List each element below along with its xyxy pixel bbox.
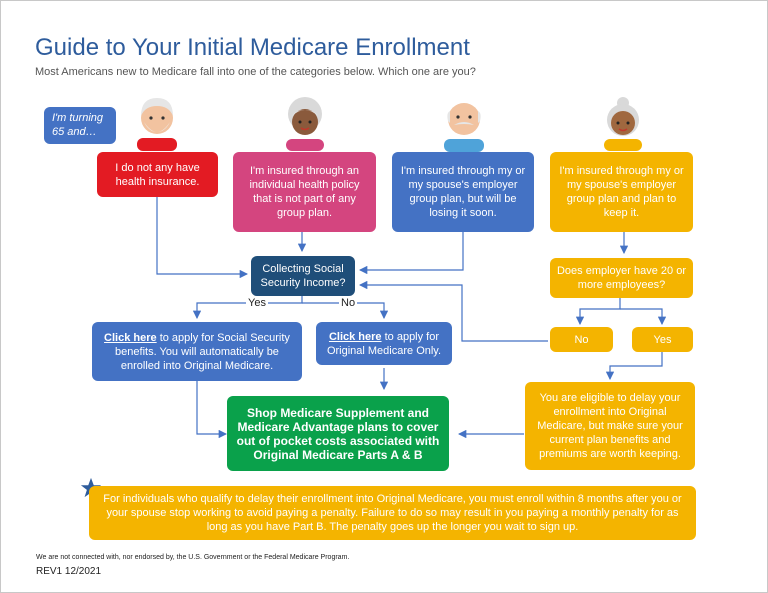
elderly-man-avatar-icon: [137, 98, 177, 151]
decision-ssi: Collecting Social Security Income?: [251, 256, 355, 296]
arrow-employer-no: [575, 298, 621, 326]
intro-bubble: I'm turning 65 and…: [44, 107, 116, 144]
page-title: Guide to Your Initial Medicare Enrollmen…: [35, 34, 470, 61]
elderly-woman-bun-avatar-icon: [604, 97, 642, 151]
decision-employer-size: Does employer have 20 or more employees?: [550, 258, 693, 298]
arrow-losing-to-ssi: [358, 232, 464, 275]
arrow-yes-to-eligible: [605, 352, 663, 381]
penalty-note: For individuals who qualify to delay the…: [89, 486, 696, 540]
employer-yes-box: Yes: [632, 327, 693, 352]
arrow-ss-to-shop: [196, 381, 228, 439]
shop-plans-box: Shop Medicare Supplement and Medicare Ad…: [227, 396, 449, 471]
label-no: No: [339, 297, 358, 309]
persona-losing-employer-plan: I'm insured through my or my spouse's em…: [392, 152, 534, 232]
persona-keep-employer-plan: I'm insured through my or my spouse's em…: [550, 152, 693, 232]
page-subtitle: Most Americans new to Medicare fall into…: [35, 66, 476, 78]
arrow-employer-yes: [620, 308, 667, 326]
employer-no-box: No: [550, 327, 613, 352]
bald-elderly-man-avatar-icon: [444, 103, 484, 152]
revision: REV1 12/2021: [36, 566, 102, 577]
elderly-woman-avatar-icon: [286, 97, 324, 151]
arrow-ssi-no: [302, 302, 389, 320]
ss-apply-box: Click here to apply for Social Security …: [92, 322, 302, 381]
om-apply-box: Click here to apply for Original Medicar…: [316, 322, 452, 365]
disclaimer: We are not connected with, nor endorsed …: [36, 554, 350, 561]
ss-apply-text: to apply for Social Security benefits. Y…: [115, 331, 290, 372]
om-apply-text: to apply for Original Medicare Only.: [326, 330, 442, 357]
arrow-no-insurance-to-ssi: [156, 197, 249, 279]
eligible-delay-box: You are eligible to delay your enrollmen…: [525, 382, 695, 470]
arrow-no-to-ssi: [358, 280, 548, 342]
persona-individual-policy: I'm insured through an individual health…: [233, 152, 376, 232]
om-apply-link[interactable]: Click here: [328, 330, 382, 343]
label-yes: Yes: [246, 297, 268, 309]
persona-no-insurance: I do not any have health insurance.: [97, 152, 218, 197]
ss-apply-link[interactable]: Click here: [104, 331, 157, 344]
